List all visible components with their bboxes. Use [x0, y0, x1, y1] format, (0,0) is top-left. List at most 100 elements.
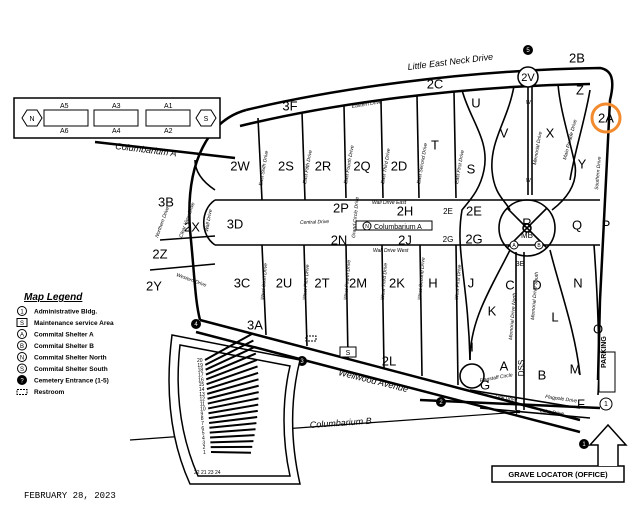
section-N: N — [573, 275, 582, 290]
section-T: T — [431, 137, 439, 152]
section-2G-b: 2G — [465, 231, 482, 246]
section-2P: 2P — [333, 200, 349, 215]
entrance-5-marker: 5 — [523, 45, 533, 55]
admin-building-label: 1 — [604, 401, 608, 408]
section-2C: 2C — [427, 76, 444, 91]
columbarium-niche-label: 19 — [197, 363, 203, 369]
road-lake: Lake Drive — [540, 408, 565, 417]
columbarium-niche-bar — [206, 378, 259, 395]
section-2Y: 2Y — [146, 278, 162, 293]
legend-symbol-icon — [16, 318, 28, 327]
road-wall-east: Wall Drive East — [372, 200, 407, 206]
road-main-parade: Main Parade Drive — [562, 119, 579, 161]
legend-symbol-icon — [17, 340, 27, 351]
columbarium-niche-bar — [209, 422, 257, 429]
columbarium-niche-bar — [208, 409, 258, 420]
section-M: M — [570, 361, 581, 376]
section-3C: 3C — [234, 275, 251, 290]
columbarium-niche-label: 21 — [201, 470, 207, 476]
section-2M: 2M — [349, 275, 367, 290]
legend-title: Map Legend — [24, 292, 83, 303]
legend-item: Restroom — [16, 389, 65, 396]
section-H: H — [428, 275, 437, 290]
road-w-mid: W — [526, 178, 532, 184]
columbarium-niche-label: 1 — [203, 450, 206, 456]
road-central: Central Drive — [300, 219, 330, 226]
shelter-A-label: A — [512, 243, 516, 249]
legend-symbol-icon — [17, 363, 27, 374]
road-link: Link Drive — [495, 394, 518, 403]
maintenance-area-label: S — [346, 350, 351, 357]
road-east-fifth: East Fifth Drive — [302, 149, 314, 184]
columbarium-niche-label: 24 — [215, 470, 221, 476]
columbarium-niche-label: 14 — [199, 387, 205, 393]
road-eastern: Eastern Drive — [351, 99, 382, 110]
columbarium-niche-label: 6 — [201, 426, 204, 432]
section-2A-highlight[interactable]: 2A — [590, 102, 622, 134]
columbarium-badge-n: N — [29, 116, 34, 123]
section-DSS: DSS — [517, 360, 526, 376]
grave-locator[interactable]: GRAVE LOCATOR (OFFICE) — [491, 423, 628, 483]
section-S: S — [467, 161, 476, 176]
section-2U: 2U — [276, 275, 293, 290]
road-wall-west: Wall Drive West — [373, 248, 409, 254]
columbarium-niche-bar — [207, 384, 259, 400]
shelter-north-label: N — [365, 224, 369, 230]
section-2Z: 2Z — [152, 246, 167, 261]
road-west-first: West First Drive — [454, 264, 463, 300]
section-V: V — [500, 125, 509, 140]
road-columbarium-a: Columbarium A — [115, 141, 177, 158]
section-labels: 2B 2C 3F Z U V X T S Y 2W 2S 2R 2Q 2D 3B… — [146, 50, 610, 418]
shelter-A-marker: A — [509, 240, 519, 250]
columbarium-niche-label: 13 — [199, 392, 205, 398]
legend-item-label: Maintenance service Area — [34, 320, 114, 327]
columbarium-niche-label: 5 — [202, 431, 205, 437]
section-2T: 2T — [314, 275, 329, 290]
road-memorial-south: Memorial Drive South — [530, 272, 540, 321]
section-3B: 3B — [158, 194, 174, 209]
road-west-fourth: West Fourth Drive — [343, 259, 352, 300]
section-2Q: 2Q — [353, 158, 370, 173]
entrance-1-label: 1 — [582, 442, 586, 448]
columbarium-niche-label: 11 — [200, 402, 205, 408]
section-X: X — [546, 125, 555, 140]
legend-symbol-text: S — [20, 367, 24, 373]
section-U: U — [471, 95, 480, 110]
section-2N: 2N — [331, 232, 348, 247]
legend-item-label: Commital Shelter B — [34, 343, 94, 350]
entrance-markers: 5 4 3 2 1 1 A B — [191, 45, 616, 449]
columbarium-badge-s: S — [204, 116, 209, 123]
columbarium-niche-label: 2 — [203, 445, 206, 451]
section-2L: 2L — [382, 353, 396, 368]
columbarium-niche-bar — [208, 416, 258, 424]
columbarium-niche-label: 4 — [202, 435, 205, 441]
columbarium-niche-bar — [205, 359, 258, 381]
road-west-fifth: West Fifth Drive — [302, 264, 311, 300]
columbarium-niche-bar — [205, 352, 257, 376]
section-E: E — [515, 409, 520, 418]
section-3E: 3E — [516, 261, 525, 268]
legend-symbol-text: 1 — [20, 310, 24, 316]
columbarium-niche-label: 8 — [201, 416, 204, 422]
section-Q: Q — [572, 217, 582, 232]
columbarium-niche-bar — [208, 403, 259, 415]
columbarium-niche-label: 7 — [201, 421, 204, 427]
legend-symbol-icon — [17, 306, 27, 316]
columbarium-niche-label: 18 — [198, 368, 204, 374]
columbarium-niche-bar — [207, 397, 259, 410]
columbarium-a-block: N S A5 A3 A1 A6 A4 A2 — [13, 97, 221, 139]
section-3A: 3A — [247, 317, 263, 332]
entrance-2-label: 2 — [439, 400, 443, 406]
columbarium-niche-label: 9 — [200, 411, 203, 417]
road-southern: Southern Drive — [594, 156, 603, 190]
columbarium-niche-label: 17 — [198, 373, 204, 379]
legend-item-label: Commital Shelter South — [34, 366, 108, 373]
legend-item: S Commital Shelter South — [17, 363, 108, 374]
road-northern: Northern Drive — [154, 206, 171, 239]
section-I: I — [470, 339, 474, 354]
